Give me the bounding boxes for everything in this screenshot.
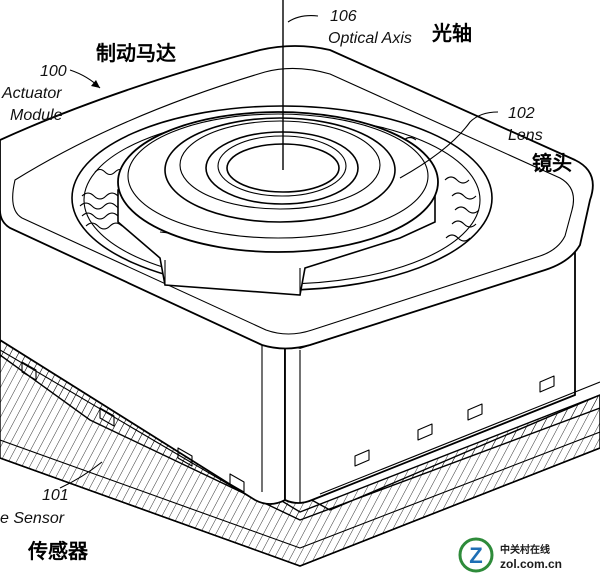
optical-axis-leader: [287, 15, 319, 23]
optical-axis-label: Optical Axis: [328, 30, 412, 47]
svg-text:Z: Z: [469, 543, 482, 568]
lens-leader: [399, 111, 499, 179]
sensor-cn-label: 传感器: [27, 539, 89, 563]
optical-axis-cn-label: 光轴: [431, 21, 472, 45]
watermark-site-en: zol.com.cn: [500, 557, 562, 571]
optical-axis-number: 106: [330, 8, 357, 25]
zol-logo-icon: Z: [458, 537, 494, 573]
actuator-label-line2: Module: [10, 107, 63, 124]
actuator-number: 100: [40, 63, 67, 80]
lens-barrel: [117, 111, 439, 296]
actuator-label-line1: Actuator: [1, 85, 62, 102]
sensor-label: e Sensor: [0, 510, 65, 527]
sensor-leader: [59, 461, 103, 489]
lens-cn-label: 镜头: [532, 151, 572, 175]
zol-watermark: Z 中关村在线 zol.com.cn: [458, 537, 562, 573]
lens-label: Lens: [508, 127, 543, 144]
actuator-cn-label: 制动马达: [96, 41, 176, 65]
actuator-arrow: [91, 80, 100, 88]
lens-number: 102: [508, 105, 535, 122]
watermark-site-cn: 中关村在线: [500, 543, 550, 556]
sensor-number: 101: [42, 487, 69, 504]
